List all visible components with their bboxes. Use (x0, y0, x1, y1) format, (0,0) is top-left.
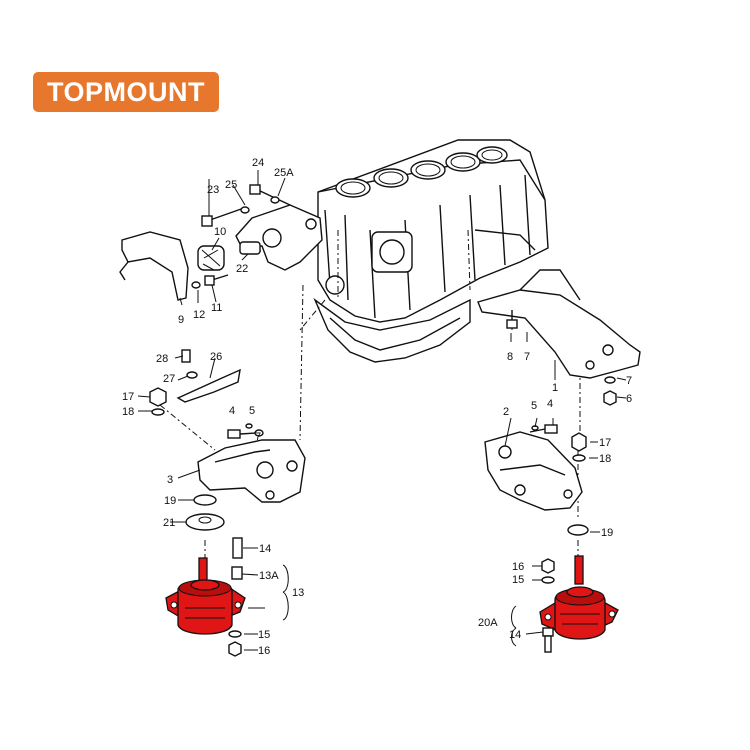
callout-label-c18a: 18 (122, 406, 134, 418)
callout-label-c4b: 4 (547, 398, 553, 410)
left-engine-mount-13 (165, 537, 246, 657)
brand-logo-text: TOPMOUNT (47, 76, 205, 107)
callout-label-c10: 10 (214, 226, 226, 238)
callout-label-c7c: 7 (626, 375, 632, 387)
callout-label-c2a: 2 (503, 406, 509, 418)
callout-label-c1: 1 (552, 382, 558, 394)
callout-label-c6: 6 (626, 393, 632, 405)
callout-label-c20a: 20A (478, 617, 498, 629)
brand-logo: TOPMOUNT (33, 72, 219, 112)
callout-label-c23: 23 (207, 184, 219, 196)
callout-label-c13: 13 (292, 587, 304, 599)
callout-label-c7a: 7 (255, 431, 261, 443)
callout-label-c28: 28 (156, 353, 168, 365)
callout-label-c24: 24 (252, 157, 264, 169)
right-engine-bracket-2 (484, 424, 589, 536)
callout-label-c15a: 15 (258, 629, 270, 641)
callout-label-c18b: 18 (599, 453, 611, 465)
callout-label-c27: 27 (163, 373, 175, 385)
engine-block (313, 139, 549, 363)
callout-label-c14a: 14 (259, 543, 271, 555)
callout-label-c8: 8 (507, 351, 513, 363)
callout-label-c25: 25 (225, 179, 237, 191)
right-crossmember-bracket-1 (477, 269, 641, 406)
callout-label-c17b: 17 (599, 437, 611, 449)
callout-label-c17a: 17 (122, 391, 134, 403)
callout-label-c25a: 25A (274, 167, 294, 179)
callout-label-c9: 9 (178, 314, 184, 326)
callout-label-c3: 3 (167, 474, 173, 486)
callout-label-c19b: 19 (601, 527, 613, 539)
callout-label-c21: 21 (163, 517, 175, 529)
callout-label-c5a: 5 (249, 405, 255, 417)
callout-label-c14b: 14 (509, 629, 521, 641)
left-upper-bracket-assembly (119, 184, 323, 301)
callout-label-c16b: 16 (512, 561, 524, 573)
callout-label-c11: 11 (211, 302, 222, 314)
callout-label-c5b: 5 (531, 400, 537, 412)
callout-label-c7b: 7 (524, 351, 530, 363)
callout-label-c4a: 4 (229, 405, 235, 417)
callout-label-c15b: 15 (512, 574, 524, 586)
callout-label-c12: 12 (193, 309, 205, 321)
callout-label-c16a: 16 (258, 645, 270, 657)
left-engine-bracket-assembly (149, 349, 306, 531)
callout-leaders (137, 170, 627, 651)
callout-label-c26: 26 (210, 351, 222, 363)
callout-label-c13a: 13A (259, 570, 279, 582)
callout-label-c22: 22 (236, 263, 248, 275)
right-engine-mount-20a (539, 555, 619, 653)
callout-label-c19a: 19 (164, 495, 176, 507)
